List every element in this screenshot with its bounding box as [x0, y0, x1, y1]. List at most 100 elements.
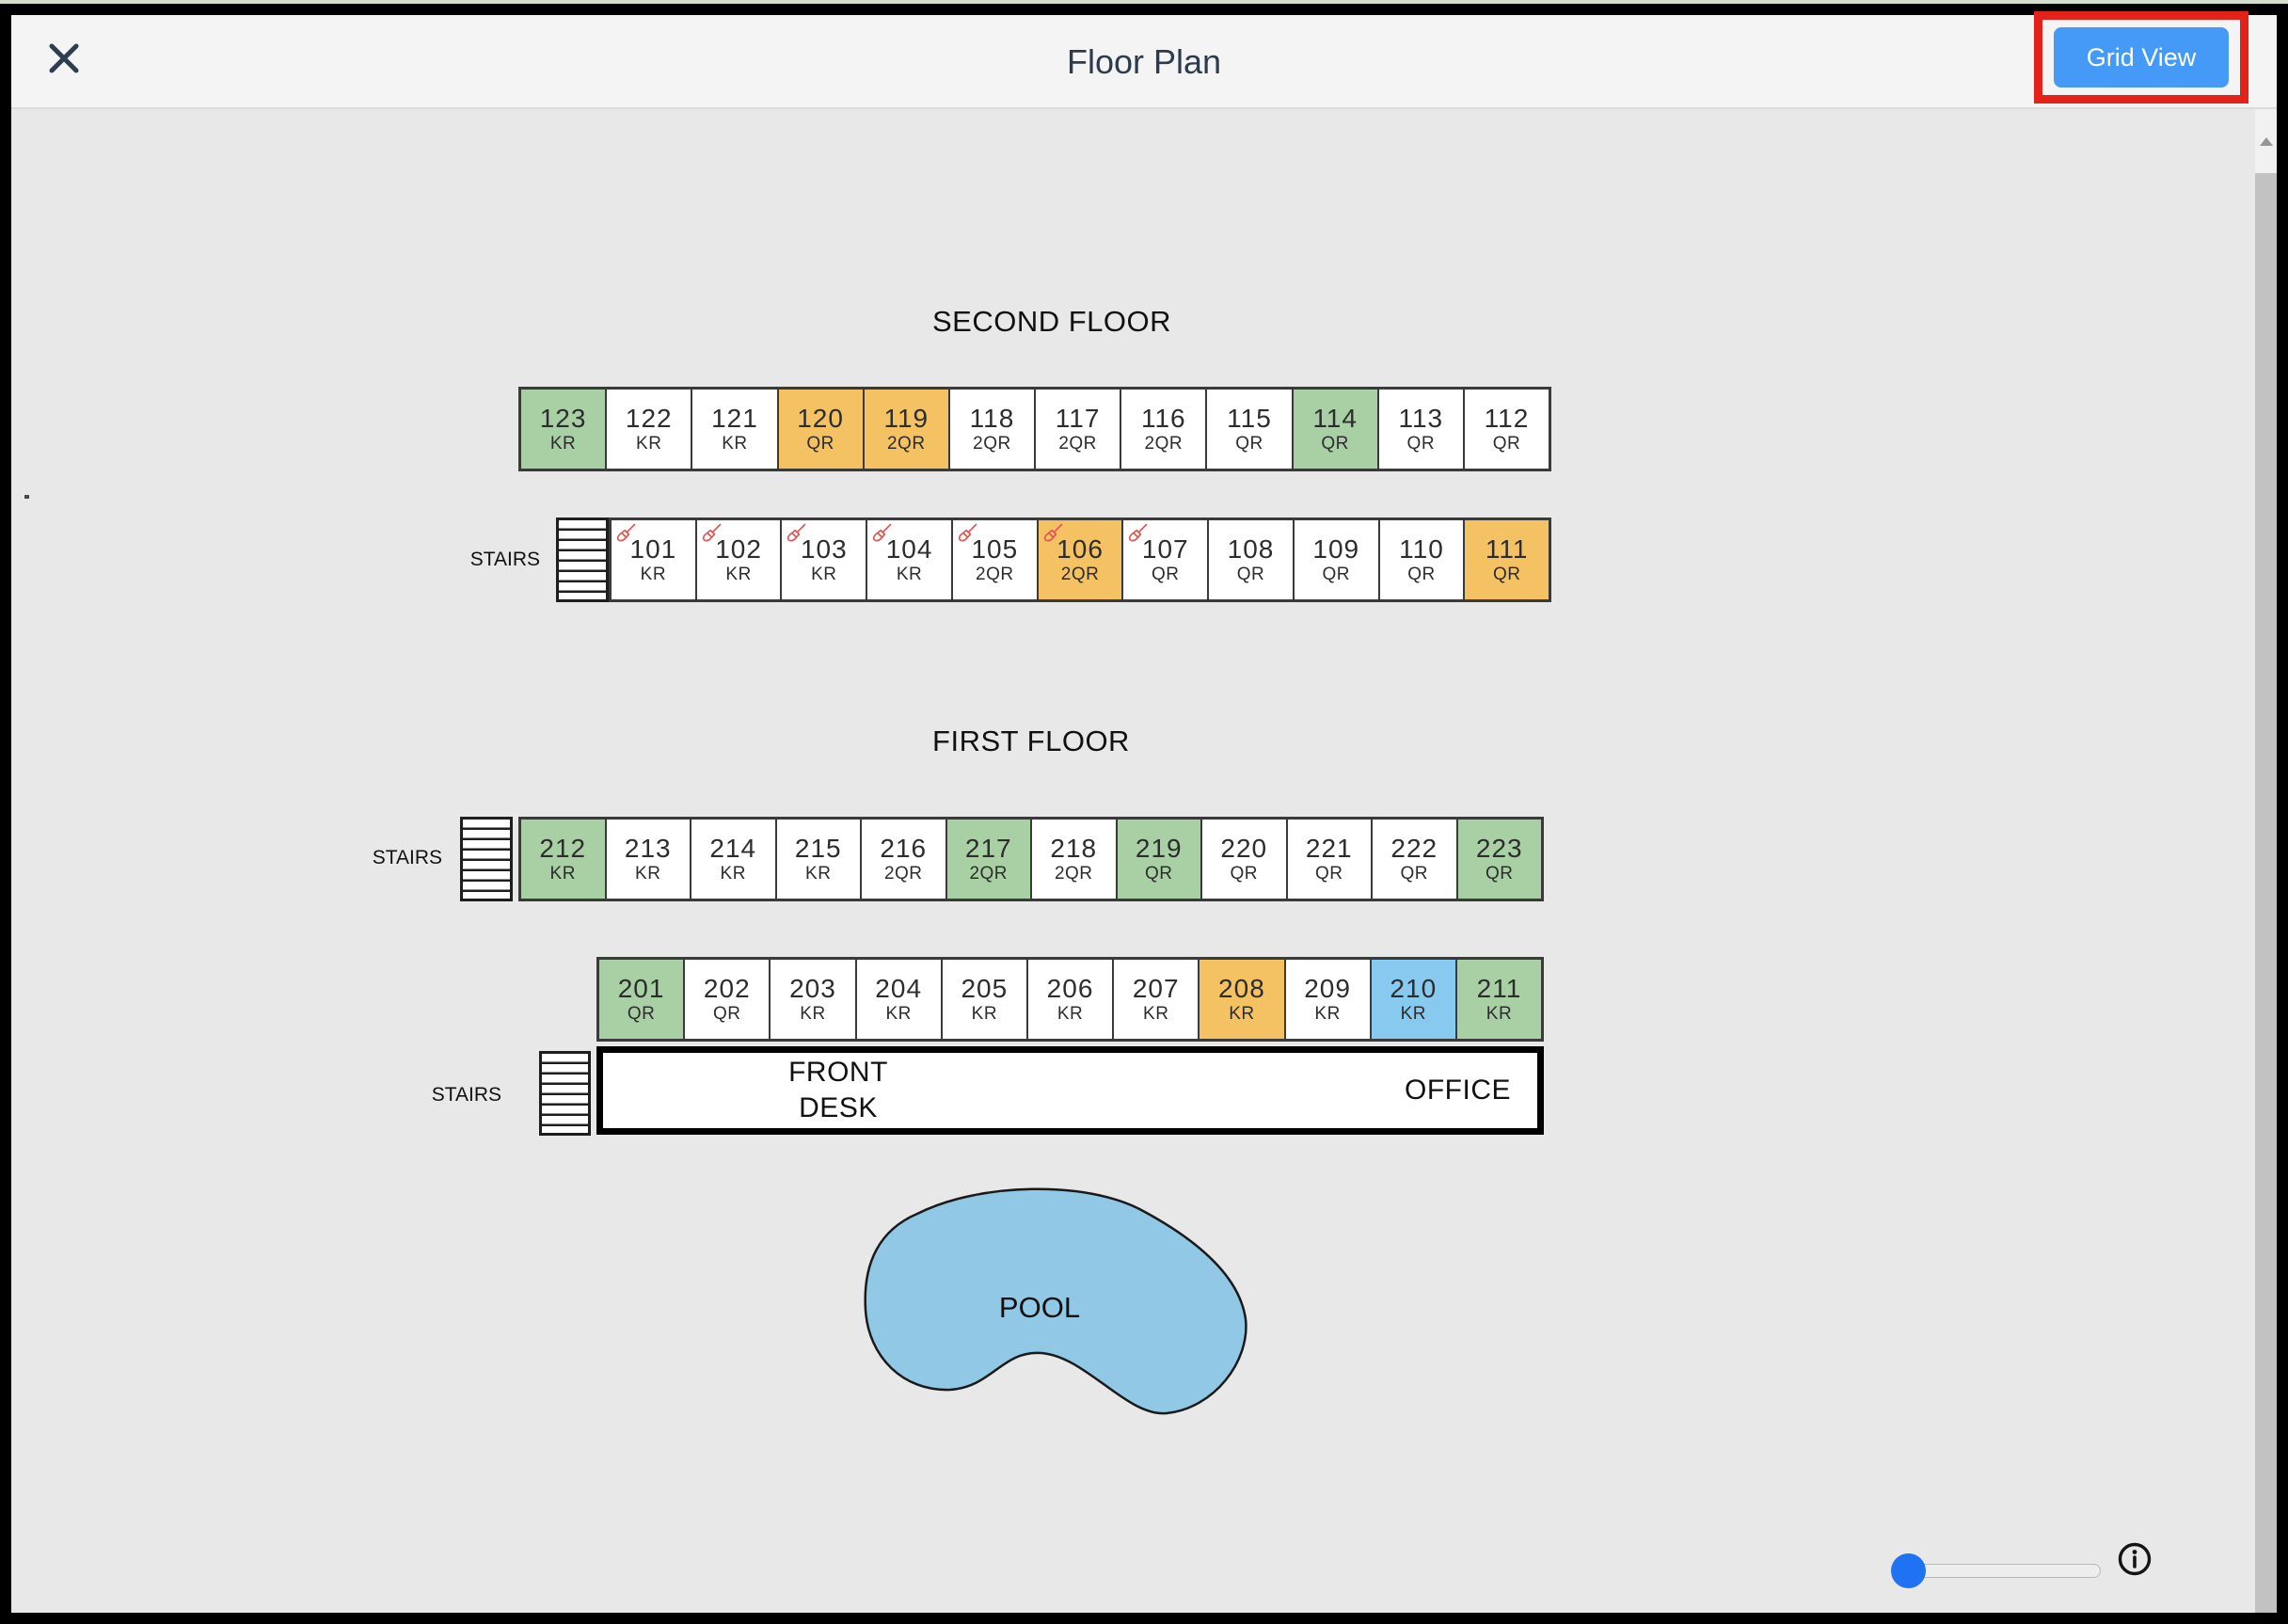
room-type: 2QR: [883, 863, 923, 884]
room-type: KR: [635, 863, 661, 884]
room-number: 209: [1304, 973, 1351, 1003]
scrollbar[interactable]: [2255, 109, 2277, 1613]
screen-top-edge: [0, 0, 2288, 4]
room-number: 105: [971, 533, 1019, 564]
close-icon: [49, 43, 79, 73]
close-button[interactable]: [45, 40, 83, 77]
stairs-label: STAIRS: [431, 1084, 501, 1106]
grid-view-button[interactable]: Grid View: [2054, 27, 2229, 88]
scroll-up-arrow-icon: [2259, 136, 2273, 146]
room-type: KR: [725, 564, 752, 584]
room-type: KR: [811, 564, 837, 584]
room-type: 2QR: [1054, 863, 1093, 884]
room-type: KR: [640, 564, 667, 584]
room-type: QR: [713, 1003, 741, 1024]
room-number: 123: [539, 403, 587, 433]
front-desk-label-line1: FRONT: [788, 1057, 888, 1088]
room-type: QR: [1236, 564, 1265, 584]
room-number: 219: [1135, 833, 1183, 863]
room-number: 104: [885, 533, 933, 564]
housekeeping-broom-icon: [787, 523, 806, 542]
room-type: QR: [1315, 863, 1343, 884]
room-number: 211: [1476, 973, 1522, 1003]
room-number: 102: [715, 533, 762, 564]
room-number: 114: [1312, 403, 1358, 433]
first-floor-title: FIRST FLOOR: [932, 724, 1130, 757]
info-icon[interactable]: [2117, 1541, 2153, 1577]
room-type: 2QR: [969, 863, 1009, 884]
room-number: 206: [1046, 973, 1094, 1003]
room-number: 217: [964, 833, 1012, 863]
housekeeping-broom-icon: [702, 523, 722, 542]
annotation-highlight-box: Grid View: [2034, 11, 2248, 103]
zoom-slider-thumb[interactable]: [1891, 1553, 1926, 1588]
room-number: 220: [1220, 833, 1268, 863]
room-number: 116: [1140, 403, 1186, 433]
scrollbar-thumb[interactable]: [2255, 173, 2277, 1613]
room-number: 107: [1141, 533, 1189, 564]
room-type: 2QR: [1058, 433, 1097, 454]
room-number: 210: [1390, 973, 1438, 1003]
room-number: 201: [617, 973, 665, 1003]
room-type: KR: [1486, 1003, 1513, 1024]
scrollbar-up-button[interactable]: [2255, 109, 2277, 173]
room-number: 218: [1050, 833, 1098, 863]
room-type: KR: [885, 1003, 912, 1024]
stairs-icon: [460, 817, 513, 901]
room-number: 122: [625, 403, 673, 433]
room-number: 120: [797, 403, 844, 433]
room-number: 121: [711, 403, 758, 433]
page-title: Floor Plan: [1066, 42, 1222, 81]
